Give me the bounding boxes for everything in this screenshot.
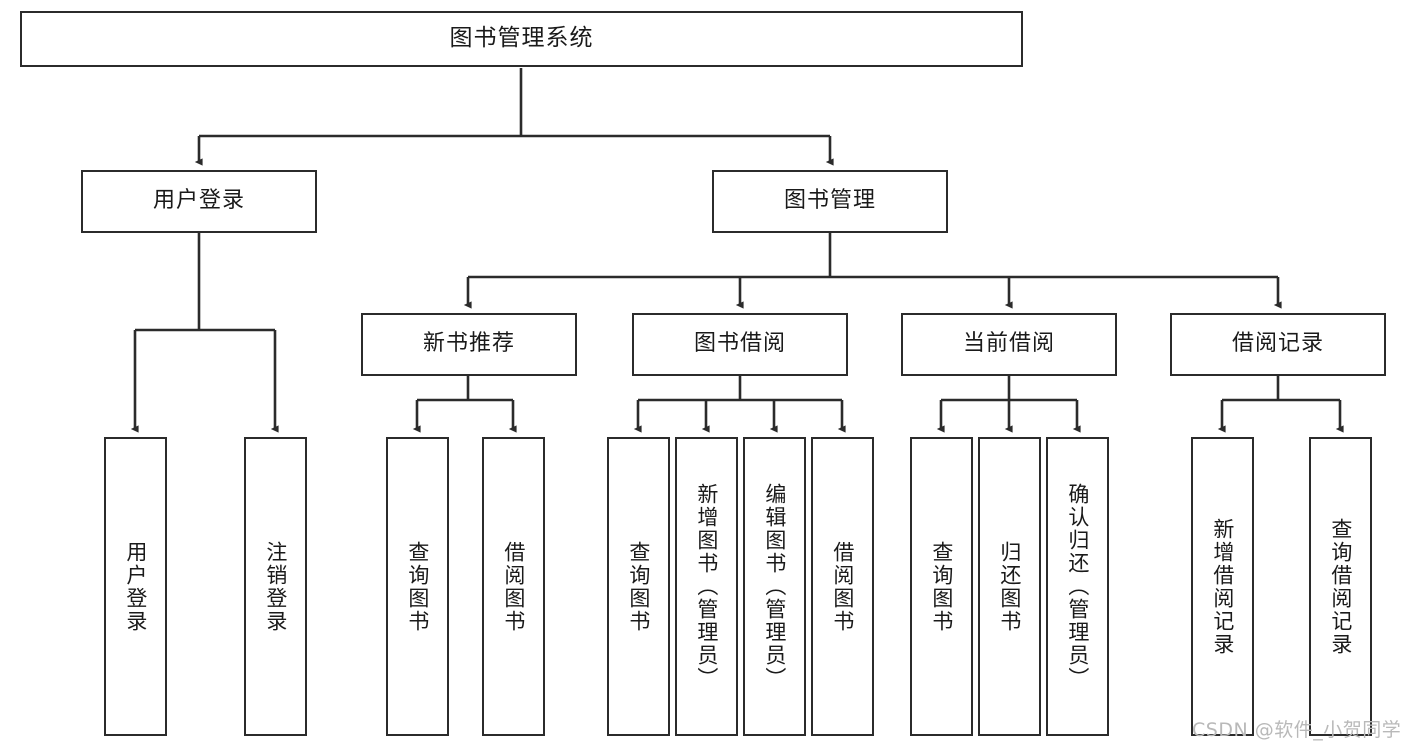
leaf-borrow-book-2[interactable]: 借阅图书 — [811, 437, 874, 736]
node-label: 确认归还（管理员） — [1065, 483, 1090, 690]
node-label: 图书借阅 — [693, 331, 786, 357]
node-label: 编辑图书（管理员） — [762, 483, 787, 690]
node-label: 借阅图书 — [830, 540, 855, 633]
node-label: 新增借阅记录 — [1210, 517, 1235, 656]
node-book-borrow[interactable]: 图书借阅 — [632, 313, 848, 376]
node-book-manage[interactable]: 图书管理 — [712, 170, 948, 233]
node-label: 新书推荐 — [422, 331, 515, 357]
node-label: 图书管理 — [783, 188, 876, 214]
node-label: 归还图书 — [997, 540, 1022, 633]
node-label: 用户登录 — [123, 540, 148, 633]
node-user-login[interactable]: 用户登录 — [81, 170, 317, 233]
node-label: 查询借阅记录 — [1328, 517, 1353, 656]
node-current-borrow[interactable]: 当前借阅 — [901, 313, 1117, 376]
node-label: 查询图书 — [929, 540, 954, 633]
node-label: 借阅图书 — [501, 540, 526, 633]
leaf-add-record[interactable]: 新增借阅记录 — [1191, 437, 1254, 736]
node-label: 借阅记录 — [1231, 331, 1324, 357]
leaf-query-book-2[interactable]: 查询图书 — [607, 437, 670, 736]
leaf-logout-login[interactable]: 注销登录 — [244, 437, 307, 736]
node-label: 图书管理系统 — [449, 25, 594, 52]
leaf-borrow-book-1[interactable]: 借阅图书 — [482, 437, 545, 736]
node-label: 用户登录 — [152, 188, 245, 214]
leaf-query-book-3[interactable]: 查询图书 — [910, 437, 973, 736]
leaf-add-book[interactable]: 新增图书（管理员） — [675, 437, 738, 736]
leaf-edit-book[interactable]: 编辑图书（管理员） — [743, 437, 806, 736]
node-new-book-recommend[interactable]: 新书推荐 — [361, 313, 577, 376]
csdn-watermark: CSDN @软件_小贺同学 — [1192, 719, 1402, 741]
node-label: 新增图书（管理员） — [694, 483, 719, 690]
leaf-user-login[interactable]: 用户登录 — [104, 437, 167, 736]
node-label: 查询图书 — [405, 540, 430, 633]
leaf-query-record[interactable]: 查询借阅记录 — [1309, 437, 1372, 736]
node-root-book-management-system[interactable]: 图书管理系统 — [20, 11, 1023, 67]
node-label: 查询图书 — [626, 540, 651, 633]
leaf-return-book[interactable]: 归还图书 — [978, 437, 1041, 736]
node-label: 当前借阅 — [962, 331, 1055, 357]
node-label: 注销登录 — [263, 540, 288, 633]
node-borrow-record[interactable]: 借阅记录 — [1170, 313, 1386, 376]
leaf-confirm-return[interactable]: 确认归还（管理员） — [1046, 437, 1109, 736]
leaf-query-book-1[interactable]: 查询图书 — [386, 437, 449, 736]
